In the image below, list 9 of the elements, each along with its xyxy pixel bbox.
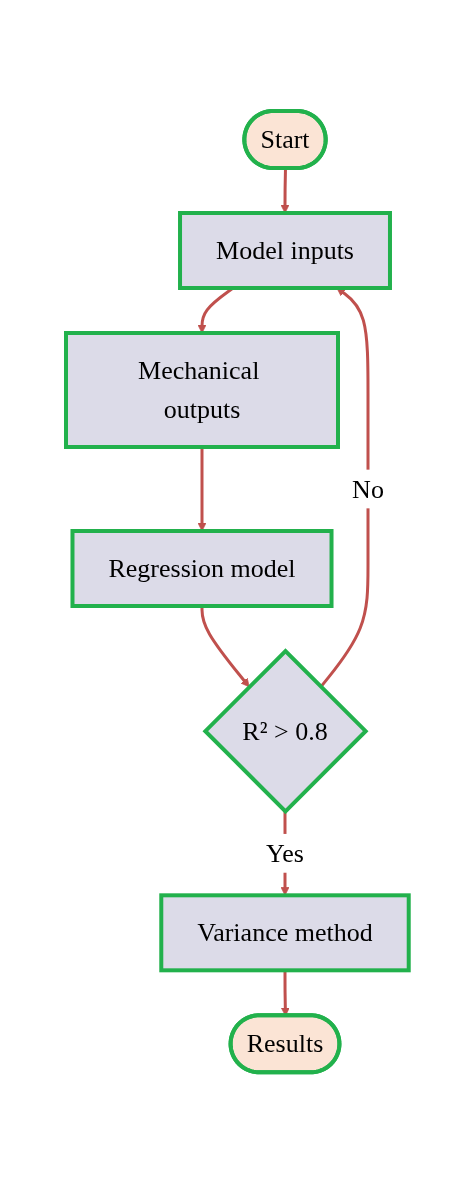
node-box: Mechanical outputs	[63, 330, 340, 449]
edge-label: No	[351, 474, 384, 504]
node-box: Model inputs	[177, 210, 392, 290]
node-box: Regression model	[70, 528, 334, 608]
node-diamond: R² > 0.8	[202, 648, 369, 814]
arrow	[200, 605, 250, 688]
arrow	[319, 287, 370, 688]
edge-label: Yes	[265, 838, 304, 868]
node-box: Variance method	[158, 893, 411, 973]
